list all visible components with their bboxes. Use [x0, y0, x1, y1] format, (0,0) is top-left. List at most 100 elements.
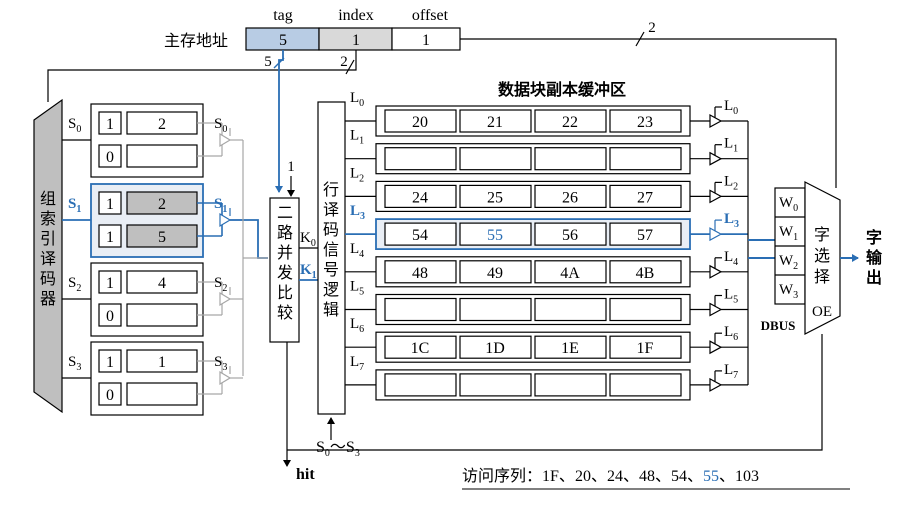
index-bits-label: 2 — [340, 54, 348, 70]
word-value: 23 — [637, 114, 653, 131]
tag-cell — [126, 144, 198, 168]
word-index-label: W3 — [779, 282, 798, 301]
set-label: S2 — [68, 275, 81, 294]
access-sequence: 访问序列：1F、20、24、48、54、55、103 — [462, 467, 850, 490]
word-cell — [384, 222, 457, 246]
word-mux-char: 择 — [814, 268, 830, 286]
valid-bit: 0 — [106, 308, 114, 325]
valid-bit: 1 — [106, 354, 114, 371]
word-cell — [609, 184, 682, 208]
comparator-count: 1 — [287, 159, 295, 175]
address-wires — [47, 31, 837, 193]
word-cell — [609, 297, 682, 322]
valid-bit: 0 — [106, 387, 114, 404]
set-label: S1 — [68, 196, 81, 215]
offset-value: 1 — [422, 32, 430, 49]
line-label: L6 — [350, 316, 364, 335]
access-sequence-text: 访问序列：1F、20、24、48、54、55、103 — [462, 467, 759, 485]
line-enable-label: L6 — [724, 324, 738, 343]
tag-value: 1 — [158, 354, 166, 371]
valid-bit-cell — [98, 270, 122, 294]
word-cell — [609, 109, 682, 133]
word-cell — [384, 184, 457, 208]
word-value: 20 — [412, 114, 428, 131]
word-value: 56 — [562, 227, 578, 244]
line-enable-label: L1 — [724, 136, 738, 155]
word-cell — [384, 109, 457, 133]
set-enable-label: S1 — [214, 196, 227, 215]
word-value: 27 — [637, 189, 653, 206]
word-value: 1D — [485, 340, 505, 357]
valid-bit-cell — [98, 144, 122, 168]
word-value: 1F — [637, 340, 654, 357]
valid-bit: 1 — [106, 275, 114, 292]
k0-label: K0 — [300, 230, 316, 249]
word-cell — [534, 147, 607, 171]
word-value: 1C — [411, 340, 430, 357]
comparator-char: 发 — [277, 264, 293, 282]
word-index-label: W0 — [779, 195, 798, 214]
valid-bit: 1 — [106, 196, 114, 213]
comparator-char: 较 — [277, 304, 293, 322]
offset-bits-label: 2 — [648, 20, 656, 36]
group-decoder-char: 引 — [40, 230, 56, 248]
tag-value: 5 — [279, 32, 287, 49]
tag-value: 5 — [158, 229, 166, 246]
comparator-char: 并 — [277, 244, 293, 262]
word-cell — [534, 184, 607, 208]
word-cell — [384, 147, 457, 171]
word-cell — [459, 147, 532, 171]
valid-bit-cell — [98, 303, 122, 327]
line-enable-label: L0 — [724, 98, 738, 117]
word-output-label: 字输出 — [866, 228, 883, 287]
word-cell — [609, 260, 682, 284]
valid-bit: 1 — [106, 229, 114, 246]
word-cell — [459, 297, 532, 322]
tag-value: 2 — [158, 196, 166, 213]
word-mux-char: 选 — [814, 247, 830, 265]
row-decoder-char: 行 — [323, 181, 339, 199]
word-cell — [384, 297, 457, 322]
line-enable-label: L5 — [724, 287, 738, 306]
oe-label: OE — [812, 304, 832, 320]
set-enable-label: S3 — [214, 354, 227, 373]
word-value: 4B — [636, 265, 655, 282]
word-cell — [534, 109, 607, 133]
word-mux-char: 字 — [814, 226, 830, 244]
word-value: 26 — [562, 189, 578, 206]
word-value: 25 — [487, 189, 503, 206]
valid-bit-cell — [98, 191, 122, 215]
valid-bit: 1 — [106, 116, 114, 133]
line-label: L1 — [350, 128, 364, 147]
word-value: 57 — [637, 227, 653, 244]
row-decoder-input-label: S0～S3 — [316, 439, 360, 459]
valid-bit-cell — [98, 349, 122, 373]
word-cell — [459, 260, 532, 284]
word-value: 55 — [487, 227, 503, 244]
word-output-char: 输 — [866, 248, 883, 267]
word-cell — [609, 147, 682, 171]
row-decoder-char: 信 — [323, 241, 339, 259]
line-label: L2 — [350, 165, 364, 184]
word-cell — [459, 184, 532, 208]
address-label: 主存地址 — [164, 32, 228, 50]
word-cell — [609, 373, 682, 397]
group-decoder-char: 组 — [40, 190, 56, 208]
comparator-char: 二 — [277, 205, 293, 222]
